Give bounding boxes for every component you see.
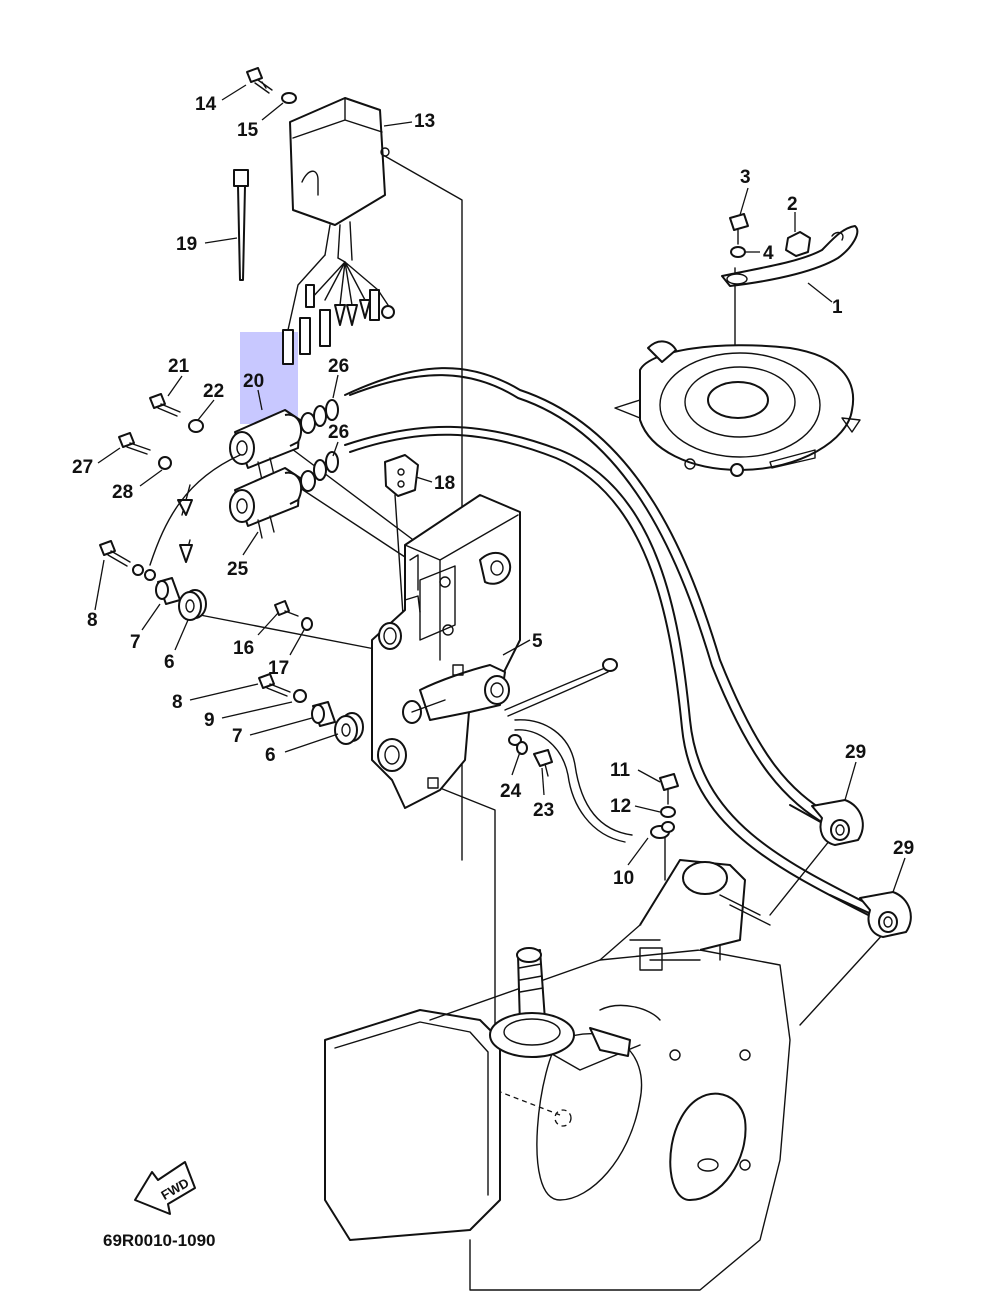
cap-2[interactable]	[785, 231, 811, 257]
bolt-11[interactable]	[659, 773, 679, 805]
dashed-hole	[554, 1109, 572, 1127]
bolt-23[interactable]	[533, 749, 553, 777]
bolt-14[interactable]	[246, 67, 273, 94]
callout-7-lower[interactable]: 7	[232, 726, 243, 747]
throttle-plate-1[interactable]	[721, 225, 859, 287]
mounting-bracket-5[interactable]	[371, 494, 521, 809]
callout-2[interactable]: 2	[787, 194, 798, 215]
callout-16[interactable]: 16	[233, 638, 254, 659]
washer-17[interactable]	[301, 617, 313, 631]
callout-7-upper[interactable]: 7	[130, 632, 141, 653]
callout-23[interactable]: 23	[533, 800, 554, 821]
callout-4[interactable]: 4	[763, 243, 774, 264]
engine-block	[324, 859, 791, 1291]
throttle-cable-lower-inner	[349, 433, 879, 921]
washer-28[interactable]	[158, 456, 172, 470]
washer-12[interactable]	[660, 806, 676, 818]
callout-3[interactable]: 3	[740, 167, 751, 188]
throttle-cable-lower	[344, 425, 881, 911]
grommet-6-upper[interactable]	[178, 589, 207, 621]
callout-leaders	[94, 84, 906, 893]
callout-17[interactable]: 17	[268, 658, 289, 679]
callout-18[interactable]: 18	[434, 473, 455, 494]
clip-18[interactable]	[384, 454, 419, 497]
throttle-cable-upper-inner	[349, 374, 829, 827]
callout-27[interactable]: 27	[72, 457, 93, 478]
bolt-16[interactable]	[274, 600, 299, 617]
callout-29-lower[interactable]: 29	[893, 838, 914, 859]
washer-22[interactable]	[188, 419, 204, 433]
callout-13[interactable]: 13	[414, 111, 435, 132]
throttle-control-25[interactable]	[229, 451, 339, 539]
joint-29a[interactable]	[811, 799, 864, 846]
ground-wire-10[interactable]	[650, 821, 675, 839]
callout-labels: 1 2 3 4 5 6 6 7 7 8 8 9 10 11 12 13 14 1…	[72, 94, 914, 889]
guide-line-6	[199, 614, 381, 651]
grommet-6-lower[interactable]	[334, 712, 364, 745]
dashed-guide	[494, 1065, 561, 1116]
washer-15[interactable]	[281, 92, 297, 104]
wire-harness	[282, 254, 395, 365]
drive-shaft	[489, 947, 575, 1058]
throttle-cable-upper	[344, 367, 831, 816]
callout-14[interactable]: 14	[195, 94, 217, 115]
collar-7-lower[interactable]	[311, 701, 336, 727]
callout-6-lower[interactable]: 6	[265, 745, 276, 766]
callout-19[interactable]: 19	[176, 234, 197, 255]
callout-24[interactable]: 24	[500, 781, 522, 802]
ground-lead	[504, 658, 633, 843]
guide-line-29b	[799, 931, 886, 1026]
guide-line-29a	[769, 829, 839, 916]
washer-24[interactable]	[516, 741, 528, 755]
callout-5[interactable]: 5	[532, 631, 543, 652]
magneto-base[interactable]	[614, 340, 861, 477]
bolt-27[interactable]	[118, 432, 151, 455]
callout-26-upper[interactable]: 26	[328, 356, 349, 377]
callout-28[interactable]: 28	[112, 482, 133, 503]
callout-22[interactable]: 22	[203, 381, 224, 402]
cdi-unit[interactable]	[289, 97, 390, 261]
callout-8-upper[interactable]: 8	[87, 610, 98, 631]
collar-7-upper[interactable]	[155, 577, 181, 605]
fwd-arrow-icon: FWD	[134, 1161, 196, 1215]
callout-25[interactable]: 25	[227, 559, 249, 580]
drawing-code: 69R0010-1090	[103, 1231, 215, 1250]
callout-11[interactable]: 11	[610, 760, 631, 781]
bolt-21[interactable]	[149, 393, 181, 417]
callout-9[interactable]: 9	[204, 710, 215, 731]
throttle-control-20[interactable]	[229, 399, 339, 481]
cable-tie-19[interactable]	[233, 169, 249, 281]
bolt-8-lower[interactable]	[258, 673, 291, 697]
washer-4[interactable]	[730, 246, 746, 258]
callout-20[interactable]: 20	[243, 371, 264, 392]
callout-12[interactable]: 12	[610, 796, 631, 817]
bolt-8-upper[interactable]	[99, 540, 131, 567]
callout-10[interactable]: 10	[613, 868, 634, 889]
callout-26-lower[interactable]: 26	[328, 422, 349, 443]
callout-6-upper[interactable]: 6	[164, 652, 175, 673]
washer-9[interactable]	[293, 689, 307, 703]
screw-3[interactable]	[729, 213, 749, 245]
callout-15[interactable]: 15	[237, 120, 259, 141]
callout-29-upper[interactable]: 29	[845, 742, 866, 763]
joint-29b[interactable]	[859, 891, 912, 938]
callout-8-lower[interactable]: 8	[172, 692, 183, 713]
callout-21[interactable]: 21	[168, 356, 190, 377]
callout-1[interactable]: 1	[832, 297, 843, 318]
